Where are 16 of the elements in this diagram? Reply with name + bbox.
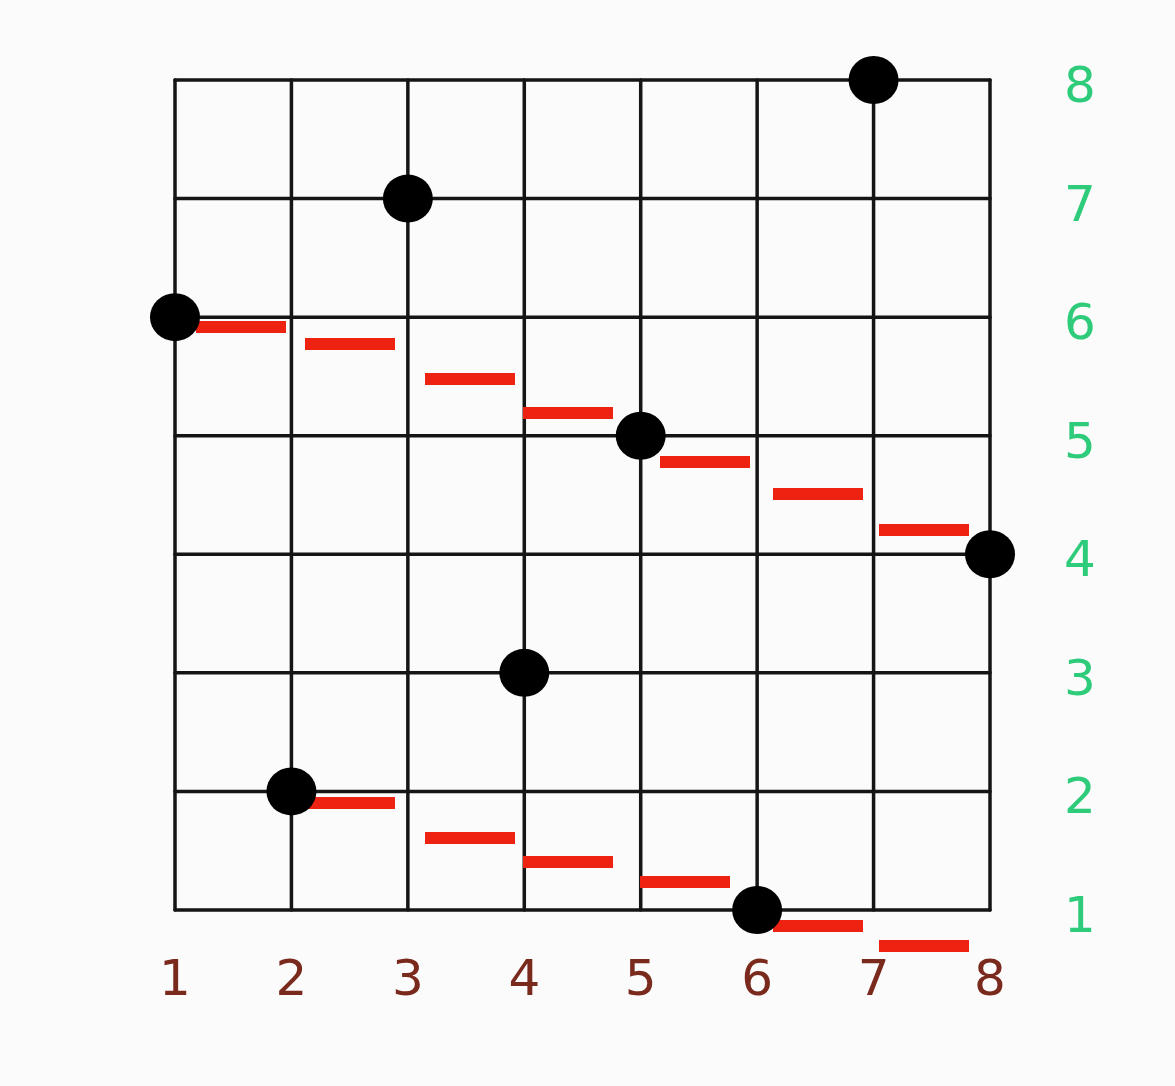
tick-label: 8 [974,953,1006,1003]
tick-label: 8 [1064,60,1096,110]
tick-label: 2 [1064,771,1096,822]
tick-label: 7 [1064,178,1096,229]
tick-label: 4 [1064,534,1096,585]
tick-label: 4 [508,953,541,1003]
tick-label: 5 [1064,415,1096,466]
tick-label: 1 [1064,890,1096,940]
tick-label: 5 [624,953,657,1003]
tick-label: 2 [275,953,308,1003]
tick-label: 3 [1064,652,1096,703]
tick-label: 3 [391,953,424,1003]
tick-label: 6 [1064,297,1096,348]
tick-label: 6 [741,953,774,1003]
tick-label: 7 [857,953,890,1003]
tick-label: 1 [159,953,191,1003]
